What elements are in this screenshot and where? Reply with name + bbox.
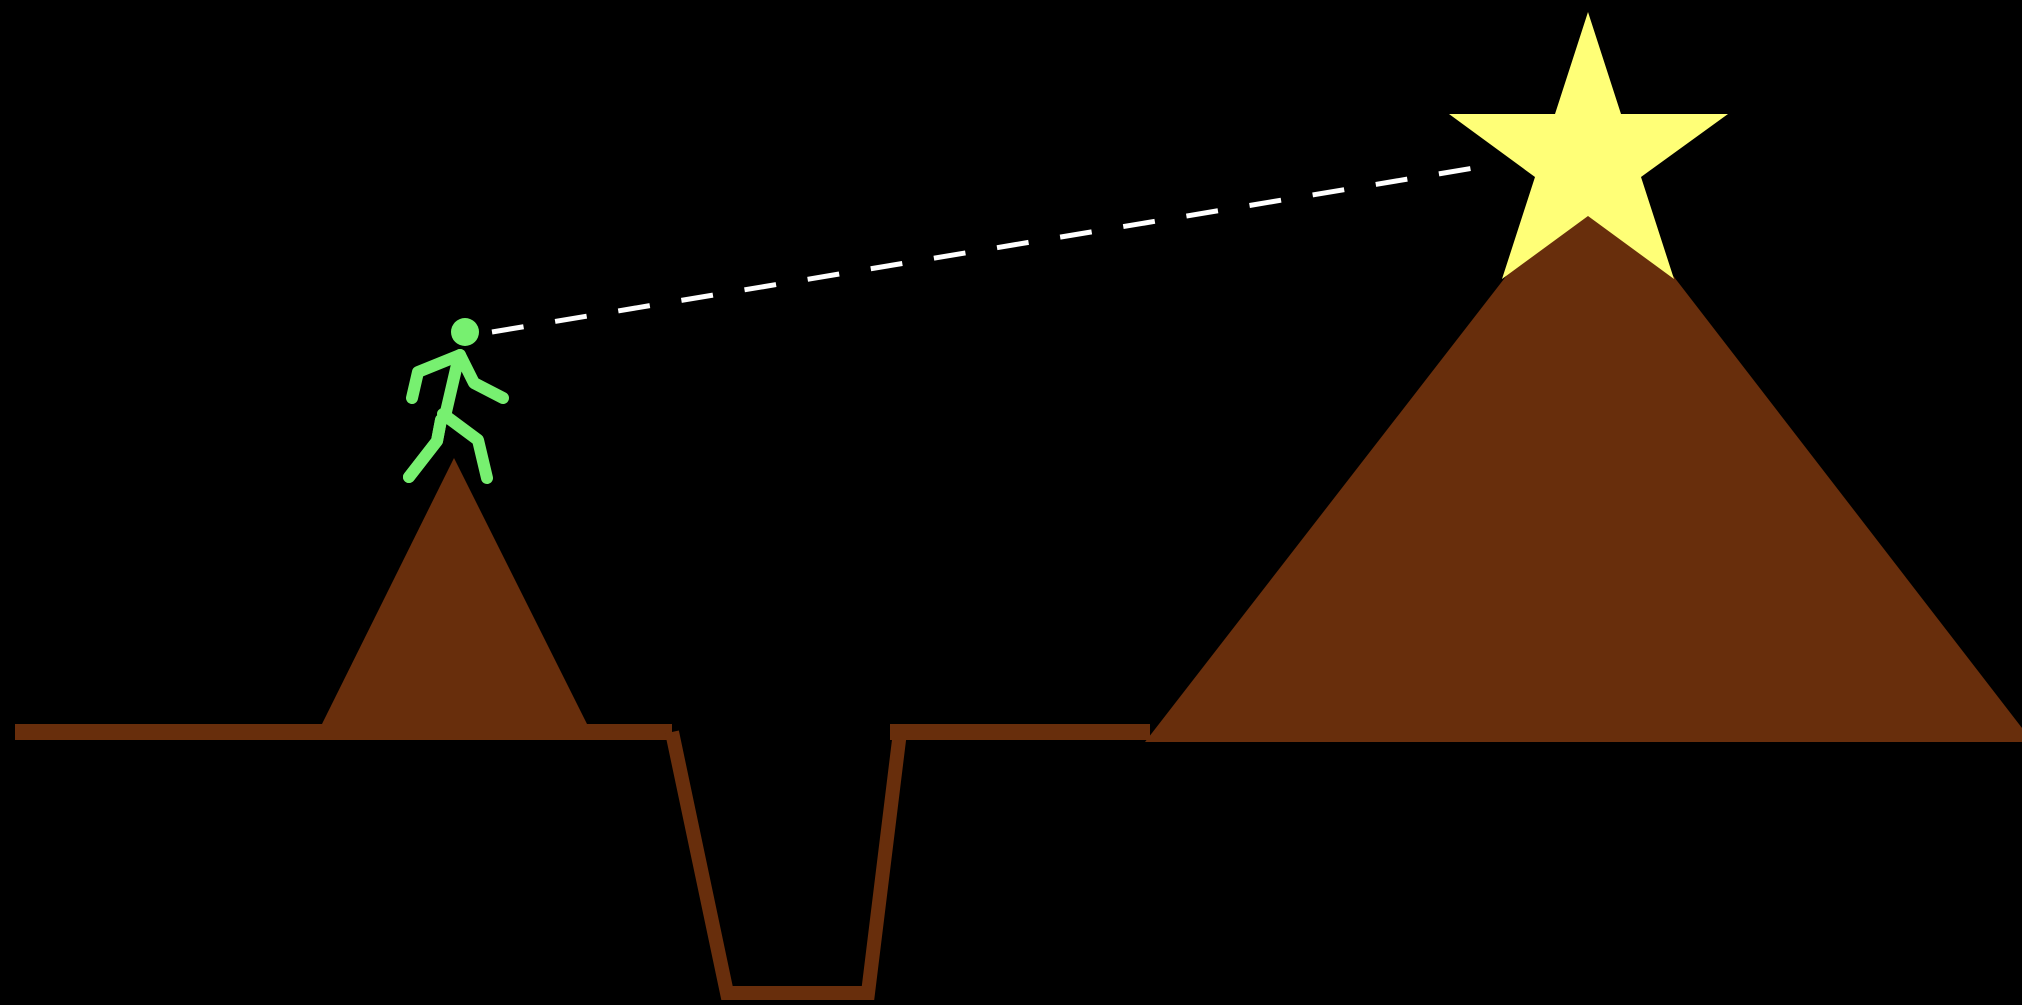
valley-gap [672, 732, 900, 993]
small-hill [321, 458, 588, 726]
hiker-back-leg-lower [409, 420, 441, 477]
big-mountain [1145, 168, 2022, 742]
hiker-head [451, 318, 479, 346]
sight-line [492, 168, 1474, 332]
walking-person-icon [409, 318, 503, 478]
hiker-front-arm [460, 355, 503, 398]
